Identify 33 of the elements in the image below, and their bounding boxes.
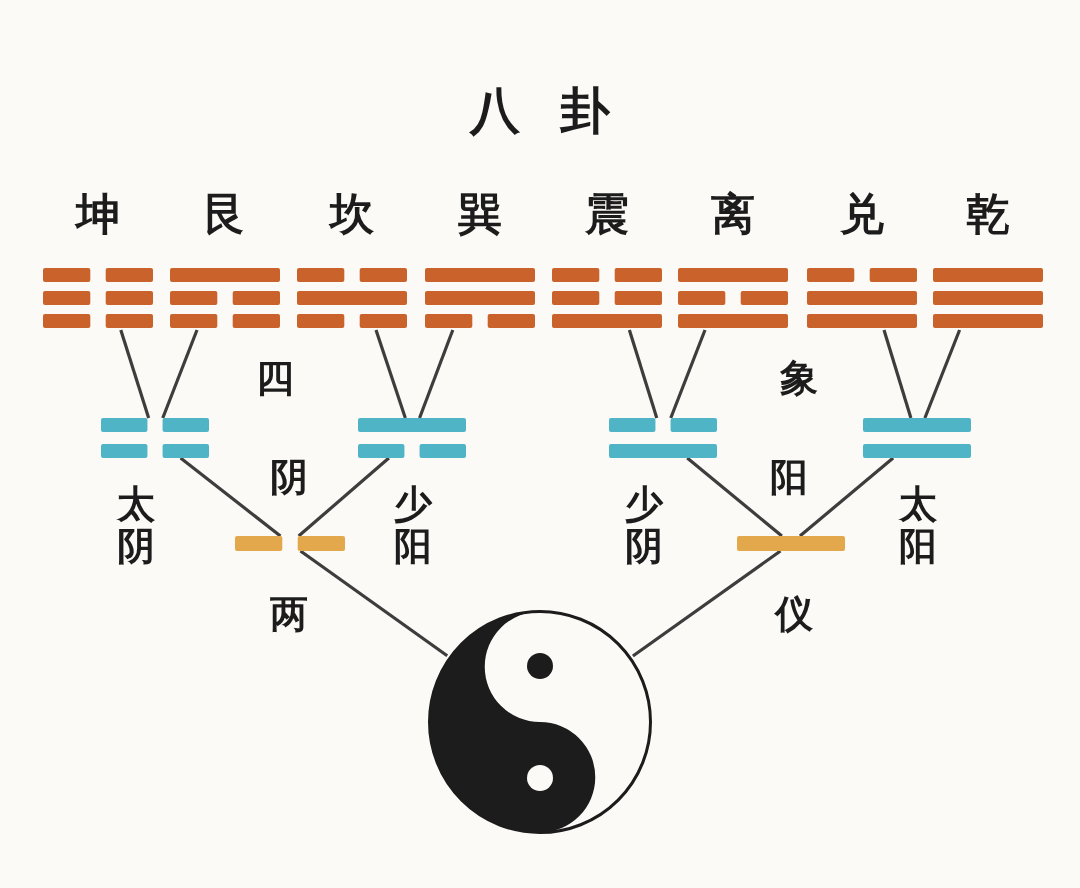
trigram-name: 兑 (839, 187, 885, 241)
connector-line (669, 329, 707, 419)
connector-line (418, 329, 455, 419)
level-label: 阳 (770, 455, 808, 499)
connector-line (119, 329, 151, 419)
level-label: 仪 (775, 592, 813, 636)
connector-line (882, 329, 913, 419)
connector-line (798, 456, 895, 538)
bigram-name: 少阳 (394, 484, 432, 568)
trigram-name: 艮 (202, 187, 248, 241)
bigram-name: 太阴 (117, 484, 155, 568)
connector-line (627, 329, 659, 419)
level-label: 四 (256, 356, 294, 400)
connector-line (374, 329, 407, 419)
connector-line (299, 549, 449, 658)
trigram-name: 坤 (73, 187, 121, 241)
connector-line (297, 456, 390, 538)
trigram-name: 离 (710, 187, 756, 241)
connector-line (161, 329, 199, 419)
trigram-name: 震 (584, 187, 630, 241)
bigram-name: 少阴 (625, 484, 663, 568)
connector-line (631, 549, 782, 658)
bigram-name: 太阳 (899, 484, 937, 568)
connector-line (179, 456, 282, 538)
level-label: 两 (270, 592, 308, 636)
level-label: 阴 (270, 455, 308, 499)
diagram-title: 八卦 (468, 81, 651, 142)
connector-line (686, 456, 783, 538)
trigram-name: 乾 (965, 187, 1011, 241)
connector-line (923, 329, 962, 419)
level-label: 象 (780, 356, 818, 400)
trigram-name: 巽 (457, 187, 503, 241)
trigram-name: 坎 (327, 187, 375, 241)
